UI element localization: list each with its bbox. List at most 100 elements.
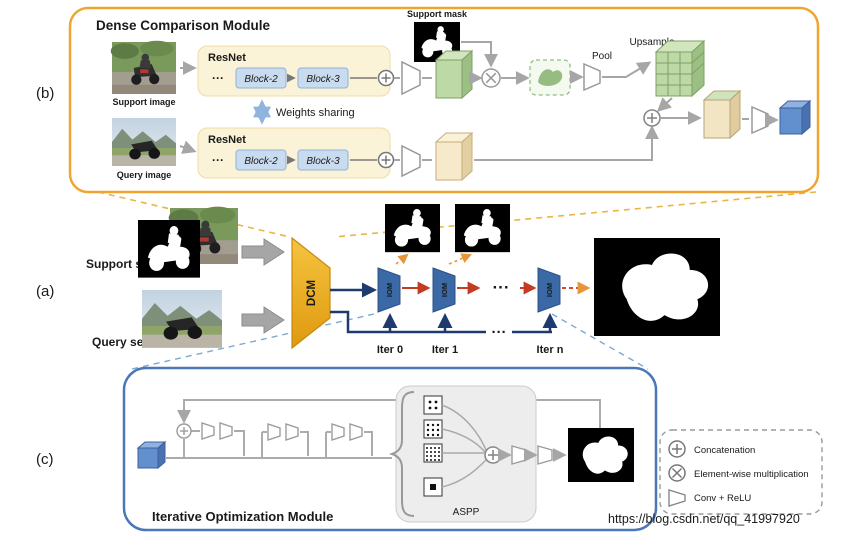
conv-trapezoid-icon [401, 144, 421, 178]
prediction-mask-0 [385, 204, 440, 253]
aspp-merge-lines [441, 404, 487, 488]
concat-icon [377, 69, 395, 87]
concat-icon [377, 151, 395, 169]
iom-input-cube [136, 440, 167, 470]
query-branch-flow [394, 89, 812, 182]
aspp-module: ASPP [388, 385, 537, 523]
prediction-mask-1 [455, 204, 510, 253]
conv-trapezoid-icon [285, 423, 299, 441]
concat-icon [643, 109, 661, 127]
resnet-box-support: ResNet ··· Block-2 Block-3 [197, 45, 395, 97]
resnet-box-query: ResNet ··· Block-2 Block-3 [197, 127, 395, 179]
legend-element-wise-label: Element-wise multiplication [694, 469, 809, 480]
resnet-dots: ··· [212, 71, 224, 85]
mask-to-multiply-arrow [461, 41, 498, 68]
iom-result-mask [568, 428, 634, 482]
iom-block-n [537, 267, 561, 313]
conv-trapezoid-icon [201, 422, 215, 440]
iter-dots: ··· [492, 324, 507, 341]
conv-trapezoid-icon [267, 423, 281, 441]
output-feature-cube [778, 99, 812, 136]
watermark-text: https://blog.csdn.net/qq_41997920 [608, 512, 800, 526]
aspp-label: ASPP [453, 507, 480, 518]
legend-border [659, 429, 823, 515]
iom-residual-blocks [176, 422, 363, 441]
aspp-dilation-grids [423, 395, 443, 497]
resnet-label: ResNet [208, 52, 246, 64]
legend: Concatenation Element-wise multiplicatio… [659, 429, 823, 515]
block3-label: Block-3 [306, 74, 340, 85]
iom-block-1 [432, 267, 456, 313]
zoom-connectors [97, 191, 817, 370]
iom1-prediction-arrow [448, 253, 472, 265]
support-image-caption: Support image [112, 97, 175, 107]
concat-icon [176, 423, 192, 439]
query-to-resnet-arrow [179, 140, 197, 154]
aspp-brace-icon [388, 391, 415, 517]
support-set-label: Support set [86, 257, 153, 271]
resnet-label: ResNet [208, 134, 246, 146]
iom-internal-flow [166, 399, 601, 459]
panel-c-title: Iterative Optimization Module [152, 509, 333, 524]
weights-sharing-label: Weights sharing [276, 107, 355, 119]
support-mask-caption: Support mask [407, 9, 468, 19]
support-branch-flow: Pool Upsample [394, 37, 706, 112]
support-feature-cube [434, 49, 474, 100]
block2-box [235, 67, 287, 89]
iom-output-chain [497, 428, 634, 482]
support-input-arrow-icon [241, 238, 285, 266]
final-output-mask [594, 238, 720, 336]
block3-box [297, 149, 349, 171]
upsample-arrow [602, 61, 652, 78]
block2-label: Block-2 [244, 156, 278, 167]
multiply-icon [668, 464, 686, 482]
itern-label: Iter n [537, 344, 564, 356]
support-set-mask [138, 220, 200, 278]
panel-c-label: (c) [36, 451, 54, 468]
support-image-thumbnail [110, 40, 176, 94]
concat-icon [484, 446, 502, 464]
block2-label: Block-2 [244, 74, 278, 85]
conv-trapezoid-icon [331, 423, 345, 441]
iter0-label: Iter 0 [377, 344, 403, 356]
dashed-blue-left-line [131, 313, 375, 370]
query-set-label: Query set [92, 335, 147, 349]
upsampled-feature-cube [654, 39, 706, 98]
query-input-arrow-icon [241, 306, 285, 334]
dcm-feed-lines [330, 282, 558, 334]
resnet-dots: ··· [212, 153, 224, 167]
block2-box [235, 149, 287, 171]
panel-b: (b) Dense Comparison Module Support imag… [36, 6, 820, 194]
iteration-dots: ··· [493, 278, 510, 297]
conv-trapezoid-icon [511, 445, 527, 465]
dashed-gold-right-line [333, 191, 817, 238]
query-image-thumbnail [112, 118, 176, 166]
upsample-label: Upsample [629, 37, 674, 48]
fused-feature-cube [702, 89, 742, 140]
iter1-label: Iter 1 [432, 344, 458, 356]
dcm-label: DCM [306, 280, 318, 306]
conv-trapezoid-icon [219, 422, 233, 440]
query-feature-cube [434, 131, 474, 182]
dcm-block [291, 236, 331, 350]
conv-trapezoid-icon [668, 489, 686, 507]
conv-trapezoid-icon [349, 423, 363, 441]
block3-label: Block-3 [306, 156, 340, 167]
pool-trapezoid-icon [583, 62, 601, 92]
conv-trapezoid-icon [537, 445, 553, 465]
legend-concatenation-label: Concatenation [694, 445, 755, 456]
iom0-prediction-arrow [395, 253, 409, 265]
dashed-blue-right-line [551, 313, 649, 370]
iom-block-0 [377, 267, 401, 313]
multiply-icon [481, 68, 501, 88]
legend-conv-relu-label: Conv + ReLU [694, 493, 751, 504]
block3-box [297, 67, 349, 89]
panel-b-title: Dense Comparison Module [96, 18, 271, 33]
query-image-caption: Query image [117, 170, 172, 180]
pool-label: Pool [592, 51, 612, 62]
concat-icon [668, 440, 686, 458]
query-set-photo [142, 290, 222, 348]
panel-b-label: (b) [36, 85, 54, 102]
